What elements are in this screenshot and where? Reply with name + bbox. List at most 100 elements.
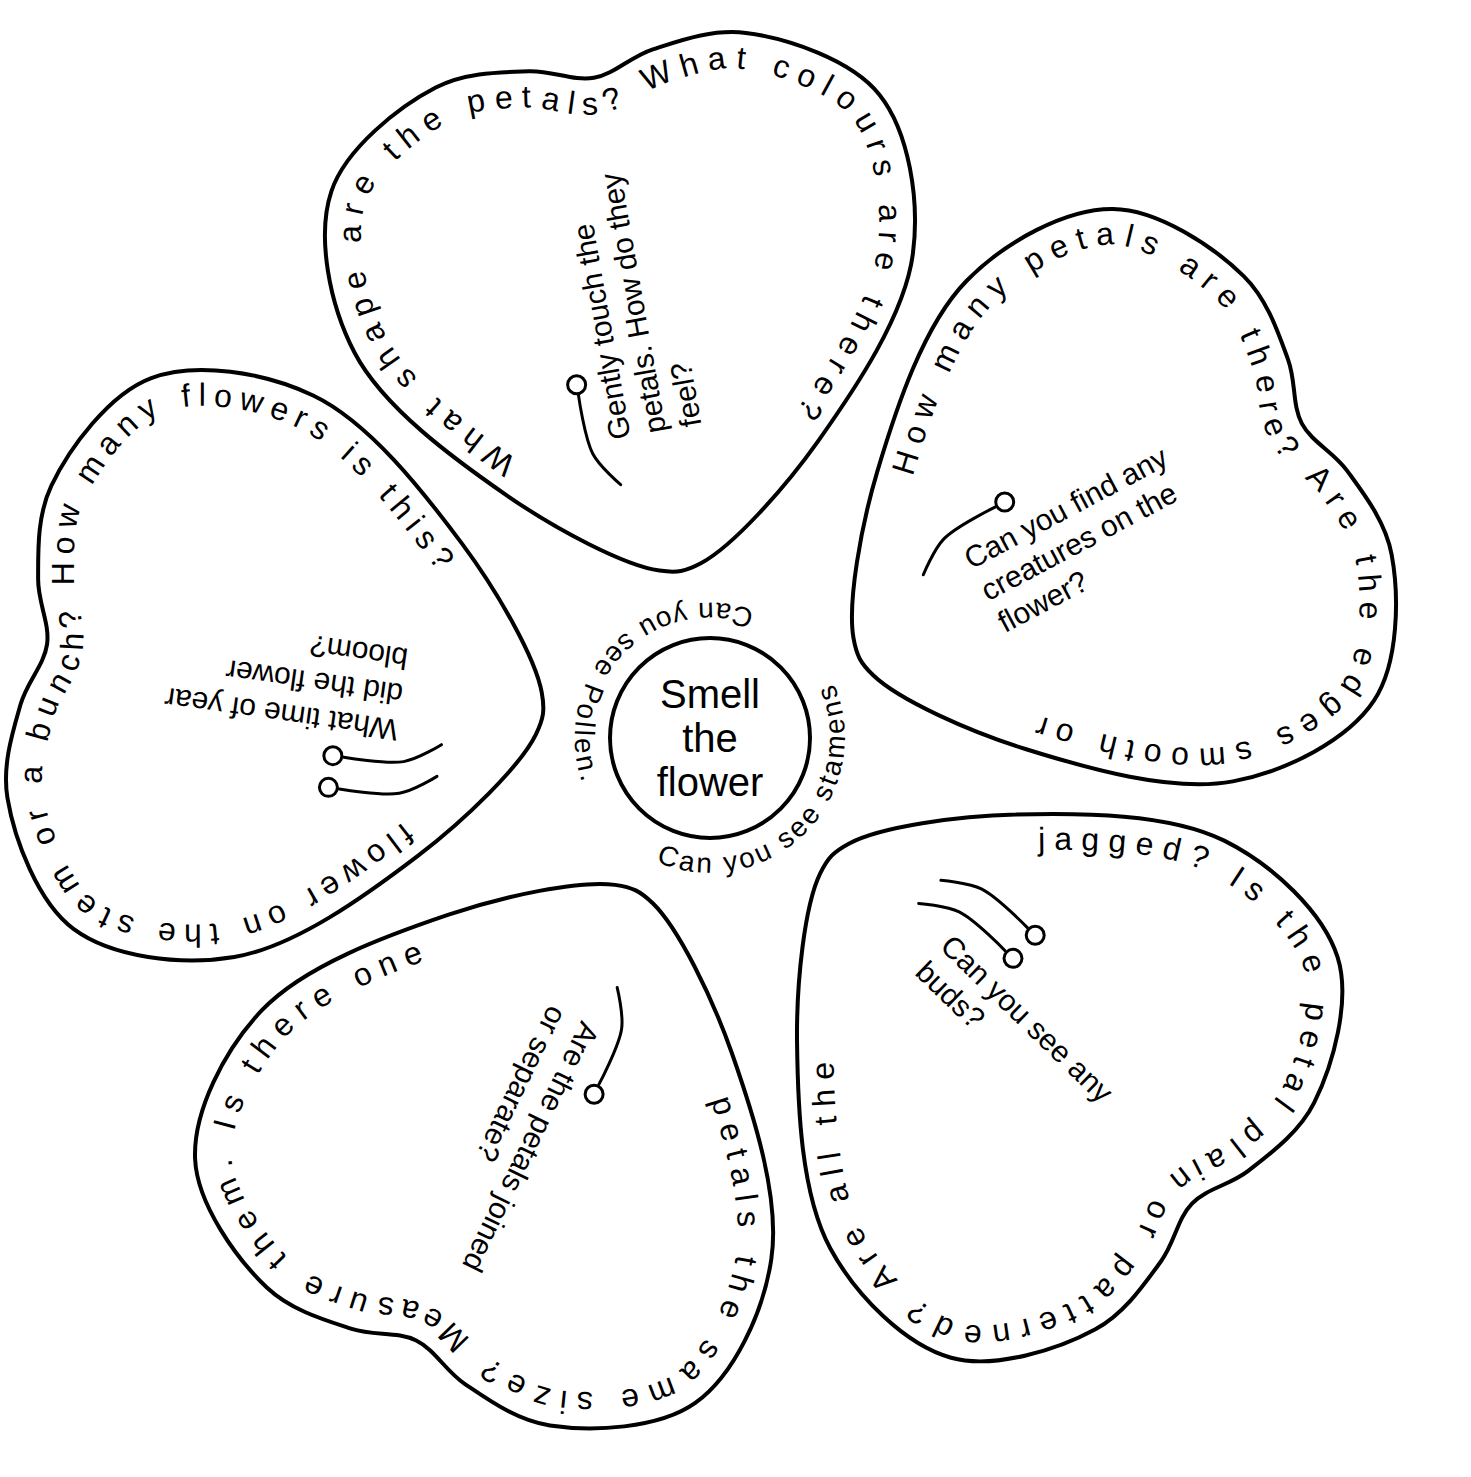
glyph: e	[337, 269, 372, 293]
glyph: e	[619, 1383, 642, 1417]
glyph: H	[887, 447, 924, 478]
glyph	[278, 1260, 304, 1291]
question-text: Gently touch the petals. How do they fee…	[554, 148, 709, 443]
glyph: o	[830, 80, 864, 116]
glyph: t	[1350, 552, 1383, 567]
glyph: r	[873, 231, 906, 244]
glyph	[752, 44, 767, 77]
glyph: a	[433, 405, 467, 441]
glyph: m	[821, 735, 851, 760]
glyph: m	[68, 449, 109, 489]
glyph: l	[815, 1166, 848, 1179]
glyph: A	[863, 1261, 901, 1298]
glyph: o	[1170, 742, 1190, 775]
glyph: e	[227, 1205, 264, 1237]
glyph: n	[990, 1318, 1012, 1352]
glyph: e	[821, 718, 850, 736]
glyph: w	[237, 383, 267, 419]
glyph: o	[25, 823, 61, 851]
glyph: A	[1301, 459, 1339, 497]
glyph: j	[1037, 823, 1044, 855]
glyph: r	[325, 1280, 346, 1314]
glyph: l	[570, 729, 598, 736]
glyph: l	[812, 1150, 845, 1162]
glyph: u	[344, 1286, 371, 1322]
glyph: h	[455, 422, 489, 458]
glyph: a	[1089, 1272, 1124, 1307]
glyph: s	[387, 363, 421, 396]
glyph: t	[735, 41, 747, 74]
glyph: e	[266, 391, 293, 427]
glyph: w	[905, 390, 943, 423]
glyph: h	[675, 47, 701, 83]
glyph: g	[1316, 690, 1350, 726]
glyph	[705, 1320, 737, 1343]
glyph: m	[644, 1372, 680, 1411]
glyph: o	[347, 956, 377, 993]
petal-outline	[852, 209, 1396, 784]
glyph: t	[1075, 1289, 1099, 1321]
glyph: a	[714, 598, 732, 627]
glyph: n	[240, 909, 267, 945]
glyph: s	[732, 1210, 765, 1228]
glyph: H	[46, 562, 78, 585]
glyph: o	[263, 899, 293, 936]
glyph: h	[723, 1271, 759, 1297]
glyph: n	[959, 289, 995, 323]
glyph: o	[793, 57, 822, 93]
glyph: s	[112, 909, 137, 944]
centre-question: Can you see stamens	[637, 662, 873, 901]
glyph: h	[1242, 342, 1278, 370]
glyph: e	[1035, 1305, 1063, 1341]
glyph: W	[477, 438, 520, 482]
glyph: t	[262, 1248, 291, 1277]
glyph: p	[1237, 1116, 1271, 1152]
glyph: d	[1159, 831, 1183, 866]
glyph: e	[297, 1269, 327, 1306]
glyph: e	[1133, 827, 1155, 861]
glyph: p	[706, 1092, 742, 1119]
glyph: h	[845, 308, 882, 338]
glyph: b	[20, 719, 56, 745]
glyph: m	[1198, 742, 1227, 776]
glyph: m	[209, 1174, 249, 1211]
glyph: t	[521, 80, 531, 112]
glyph: ?	[901, 1295, 934, 1331]
glyph	[601, 1386, 612, 1418]
glyph	[441, 91, 462, 124]
glyph: o	[1141, 738, 1163, 772]
petal-outline	[325, 32, 915, 572]
glyph	[330, 968, 353, 1000]
glyph: e	[714, 1119, 750, 1145]
glyph	[1345, 530, 1378, 550]
glyph	[863, 275, 896, 294]
glyph: e	[156, 918, 177, 952]
glyph: h	[1095, 729, 1120, 764]
glyph: e	[1211, 279, 1247, 314]
text-block: Are the petals joined or separate?	[419, 1001, 606, 1284]
glyph: ?	[475, 1353, 508, 1389]
glyph: h	[184, 920, 202, 952]
glyph: s	[576, 1387, 593, 1419]
glyph	[1301, 983, 1333, 993]
glyph	[334, 251, 367, 263]
glyph: e	[832, 331, 869, 362]
glyph: a	[725, 1164, 760, 1188]
glyph: r	[1132, 1220, 1166, 1243]
glyph: t	[1072, 222, 1089, 255]
glyph: s	[305, 411, 336, 447]
glyph: r	[1032, 711, 1052, 745]
glyph: g	[1080, 823, 1099, 856]
glyph: e	[1293, 1027, 1328, 1052]
glyph: h	[1353, 573, 1386, 593]
glyph: a	[1095, 217, 1115, 250]
glyph: o	[896, 421, 932, 448]
glyph: o	[212, 379, 233, 413]
bullet-dot	[1004, 949, 1022, 967]
glyph	[17, 745, 50, 760]
glyph: I	[208, 1116, 241, 1133]
glyph: u	[28, 692, 64, 720]
glyph: r	[1016, 1313, 1034, 1347]
glyph: s	[581, 87, 599, 120]
glyph: a	[539, 82, 563, 117]
